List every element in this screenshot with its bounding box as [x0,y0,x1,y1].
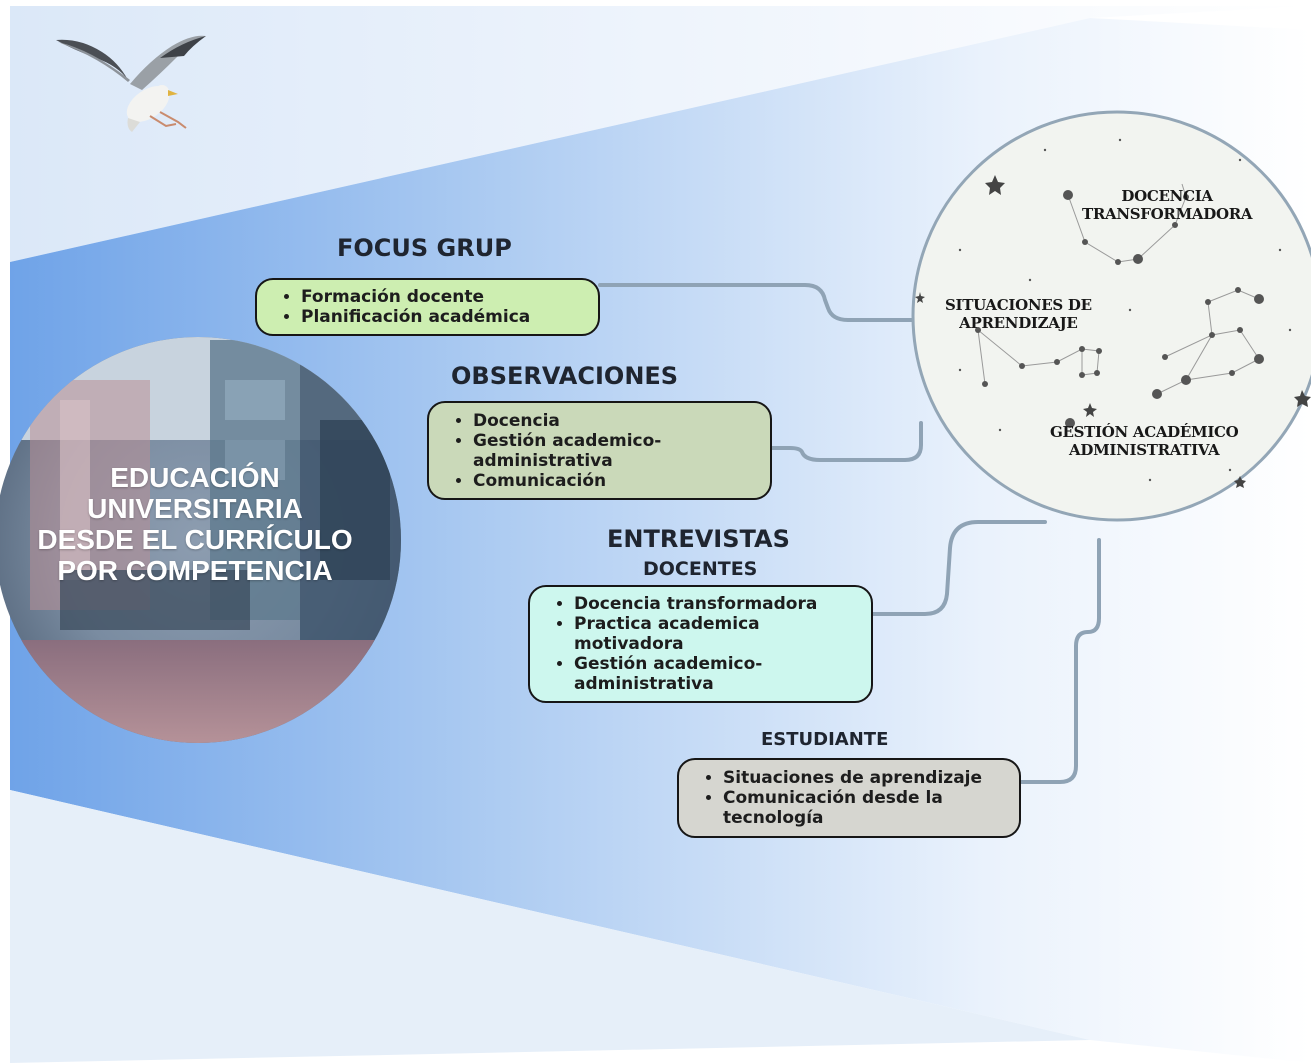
focus-item: Planificación académica [301,307,530,327]
seagull-icon [56,35,206,132]
focus-item: Formación docente [301,287,530,307]
estudiante-item: Situaciones de aprendizaje [723,768,1003,788]
constellation-circle [911,110,1311,522]
observaciones-item: Gestión academico-administrativa [473,431,713,471]
constellation-label-docencia: DOCENCIA TRANSFORMADORA [1082,187,1253,223]
observaciones-title: OBSERVACIONES [451,362,679,390]
estudiante-item: Comunicación desde la tecnología [723,788,1003,828]
main-topic-line-2: UNIVERSITARIA [87,493,303,524]
top-strip [0,0,1311,6]
focus-title: FOCUS GRUP [337,234,512,262]
star-icon [1083,403,1097,417]
constellation-label-line: GESTIÓN ACADÉMICO [1050,423,1239,441]
main-topic-line-3: DESDE EL CURRÍCULO [37,524,353,555]
observaciones-item: Docencia [473,411,713,431]
observaciones-item: Comunicación [473,471,713,491]
star-icons [915,175,1311,488]
main-topic-line-1: EDUCACIÓN [110,462,280,493]
estudiante-box: Situaciones de aprendizaje Comunicación … [677,758,1021,838]
entrevistas-list: Docencia transformadora Practica academi… [530,594,830,694]
constellation-label-line: ADMINISTRATIVA [1069,441,1220,459]
entrevistas-item: Gestión academico-administrativa [574,654,830,694]
top-light-panel [10,6,1311,262]
constellation-label-situaciones: SITUACIONES DE APRENDIZAJE [945,296,1092,332]
constellation-label-gestion: GESTIÓN ACADÉMICO ADMINISTRATIVA [1050,423,1239,459]
connector-focus [598,283,917,322]
constellation-label-line: SITUACIONES DE [945,296,1092,314]
main-topic-line-4: POR COMPETENCIA [57,555,333,586]
constellation-label-line: APRENDIZAJE [959,314,1078,332]
star-icon [1234,476,1246,488]
building-photo [0,337,401,743]
observaciones-list: Docencia Gestión academico-administrativ… [429,411,713,491]
constellation-dots [958,138,1292,482]
connector-estudiante [1019,538,1101,784]
constellation-label-line: TRANSFORMADORA [1082,205,1253,223]
connector-observaciones [770,421,923,462]
entrevistas-subtitle: DOCENTES [643,558,758,580]
entrevistas-item: Practica academica motivadora [574,614,830,654]
entrevistas-title: ENTREVISTAS [607,525,790,553]
star-icon [985,175,1005,195]
estudiante-list: Situaciones de aprendizaje Comunicación … [679,768,1003,828]
focus-list: Formación docente Planificación académic… [257,287,530,327]
focus-box: Formación docente Planificación académic… [255,278,600,336]
main-topic: EDUCACIÓN UNIVERSITARIA DESDE EL CURRÍCU… [20,462,370,586]
connectors [598,283,1101,784]
entrevistas-box: Docencia transformadora Practica academi… [528,585,873,703]
bottom-light-panel [10,790,1090,1063]
entrevistas-item: Docencia transformadora [574,594,830,614]
star-icon [1294,390,1311,407]
estudiante-title: ESTUDIANTE [761,729,889,750]
connector-entrevistas [870,520,1047,616]
constellation-label-line: DOCENCIA [1121,187,1213,205]
observaciones-box: Docencia Gestión academico-administrativ… [427,401,772,500]
star-icon [915,292,925,303]
